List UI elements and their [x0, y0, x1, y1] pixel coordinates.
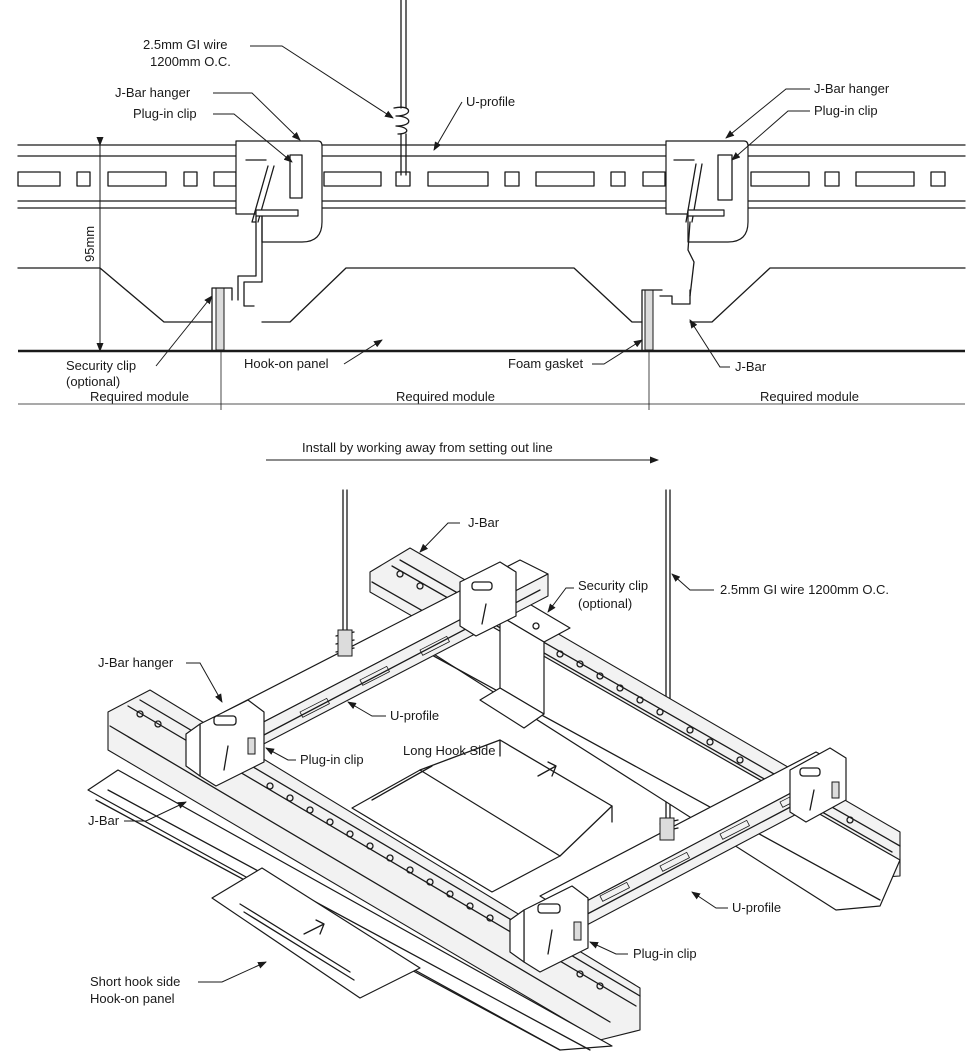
u-profile-section [17, 144, 966, 209]
isometric-view: J-Bar Security clip (optional) 2.5mm GI … [87, 489, 901, 1051]
j-bar-left [211, 215, 263, 351]
security-clip-label-1: Security clip [66, 358, 136, 373]
section-view: 95mm Required module Required module Req… [17, 0, 966, 410]
u-profile-section-leader [433, 101, 463, 151]
iso-u-profile-lower-leader [691, 891, 728, 909]
security-clip-label-2: (optional) [66, 374, 120, 389]
foam-gasket-leader [592, 339, 643, 365]
iso-rail-holes [136, 570, 854, 990]
iso-plugin-clip-lower-leader [589, 941, 628, 955]
iso-jbar-hanger-label: J-Bar hanger [98, 655, 174, 670]
height-dimension: 95mm [82, 137, 104, 352]
iso-plugin-clip-lower-label: Plug-in clip [633, 946, 697, 961]
iso-hanger-front-right [509, 885, 589, 973]
iso-u-profile-upper-leader [347, 701, 386, 717]
plugin-clip-left-leader [213, 113, 293, 163]
iso-u-profile-upper-label: U-profile [390, 708, 439, 723]
iso-short-hook-label-1: Short hook side [90, 974, 180, 989]
iso-short-hook-label-2: Hook-on panel [90, 991, 175, 1006]
iso-gi-wire-label: 2.5mm GI wire 1200mm O.C. [720, 582, 889, 597]
security-clip-leader [155, 295, 213, 367]
iso-jbar-hanger-leader [186, 662, 223, 703]
iso-hanger-back-right [789, 747, 847, 823]
iso-jbar-near [87, 689, 641, 1051]
iso-security-clip-label-1: Security clip [578, 578, 648, 593]
j-bar-leader [689, 319, 730, 368]
jbar-hanger-left-label: J-Bar hanger [115, 85, 191, 100]
iso-jbar-top-label: J-Bar [468, 515, 500, 530]
gi-wire [393, 0, 410, 176]
iso-long-hook-side-label: Long Hook Side [403, 743, 496, 758]
module-label-2: Required module [396, 389, 495, 404]
iso-jbar-hangers [185, 561, 847, 973]
module-label-3: Required module [760, 389, 859, 404]
module-label-1: Required module [90, 389, 189, 404]
iso-plugin-clip-upper-leader [265, 747, 296, 761]
plugin-clip-right-label: Plug-in clip [814, 103, 878, 118]
iso-gi-wire-leader [671, 573, 714, 591]
jbar-hanger-right-label: J-Bar hanger [814, 81, 890, 96]
j-bar-right [641, 289, 691, 351]
hook-on-panel-label: Hook-on panel [244, 356, 329, 371]
iso-security-clip-leader [547, 587, 574, 613]
jbar-hanger-left-leader [213, 92, 301, 141]
jbar-hanger-right-leader [725, 88, 810, 139]
iso-long-hook-arrow [537, 761, 557, 777]
iso-hanger-back-left [459, 561, 517, 637]
iso-security-clip-label-2: (optional) [578, 596, 632, 611]
iso-short-hook-leader [198, 961, 267, 983]
foam-gasket-label: Foam gasket [508, 356, 584, 371]
module-dimension: Required module Required module Required… [18, 352, 965, 410]
iso-u-profile-lower-label: U-profile [732, 900, 781, 915]
plugin-clip-left-label: Plug-in clip [133, 106, 197, 121]
iso-jbar-top-leader [419, 522, 460, 553]
gi-wire-leader [250, 45, 394, 119]
hook-on-panel-section [17, 267, 966, 353]
iso-plugin-clip-upper-label: Plug-in clip [300, 752, 364, 767]
gi-wire-label-1: 2.5mm GI wire [143, 37, 228, 52]
gi-wire-label-2: 1200mm O.C. [150, 54, 231, 69]
u-profile-section-label: U-profile [466, 94, 515, 109]
plugin-clip-right-leader [731, 110, 810, 161]
iso-wire-knots [335, 629, 679, 841]
hook-on-panel-leader [343, 339, 383, 365]
jbar-hanger-left [235, 140, 323, 243]
iso-hook-on-panel [211, 739, 613, 999]
j-bar-label: J-Bar [735, 359, 767, 374]
iso-jbar-left-label: J-Bar [88, 813, 120, 828]
jbar-hanger-right [665, 140, 749, 297]
iso-hanger-front-left [185, 699, 265, 787]
iso-short-hook-arrow [303, 919, 325, 935]
install-note: Install by working away from setting out… [302, 440, 553, 455]
iso-jbar-left-leader [124, 801, 187, 822]
height-dim-label: 95mm [82, 226, 97, 262]
install-direction: Install by working away from setting out… [266, 440, 659, 464]
